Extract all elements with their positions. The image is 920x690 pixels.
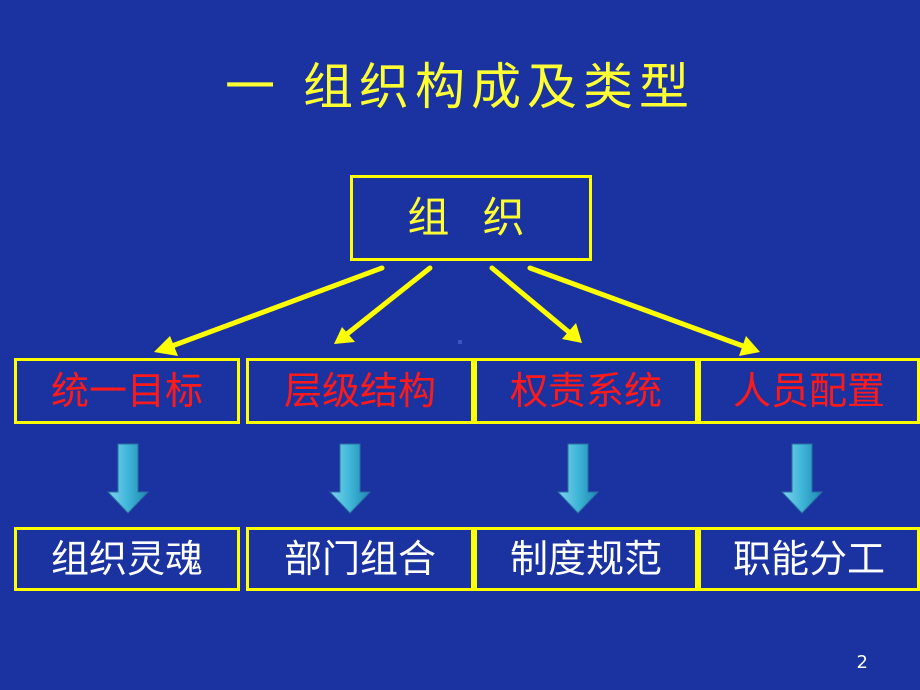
mid-box-unified-goal: 统一目标 — [14, 358, 240, 424]
down-arrow-1 — [106, 443, 150, 514]
down-arrow-2 — [328, 443, 372, 514]
slide-title: 一 组织构成及类型 — [225, 58, 695, 116]
mid-box-authority-system: 权责系统 — [474, 358, 698, 424]
mid-label: 层级结构 — [283, 369, 436, 413]
bottom-label: 组织灵魂 — [50, 537, 203, 581]
root-label: 组 织 — [407, 193, 535, 242]
arrow-to-staffing — [527, 265, 760, 356]
bottom-box-division: 职能分工 — [698, 527, 920, 591]
decorative-dot — [458, 340, 462, 344]
bottom-box-soul: 组织灵魂 — [14, 527, 240, 591]
down-arrow-4 — [780, 443, 824, 514]
mid-box-staffing: 人员配置 — [698, 358, 920, 424]
down-arrow-3 — [556, 443, 600, 514]
bottom-label: 制度规范 — [509, 537, 662, 581]
mid-label: 统一目标 — [50, 369, 203, 413]
mid-label: 人员配置 — [732, 369, 885, 413]
mid-box-hierarchy: 层级结构 — [246, 358, 474, 424]
arrow-to-authority-system — [489, 265, 582, 343]
bottom-label: 职能分工 — [732, 537, 885, 581]
arrow-to-hierarchy — [334, 265, 433, 344]
bottom-label: 部门组合 — [283, 537, 436, 581]
root-box-organization: 组 织 — [350, 175, 592, 261]
arrow-to-unified-goal — [154, 265, 385, 356]
bottom-box-rules: 制度规范 — [474, 527, 698, 591]
page-number: 2 — [856, 652, 868, 673]
bottom-box-departments: 部门组合 — [246, 527, 474, 591]
mid-label: 权责系统 — [509, 369, 662, 413]
